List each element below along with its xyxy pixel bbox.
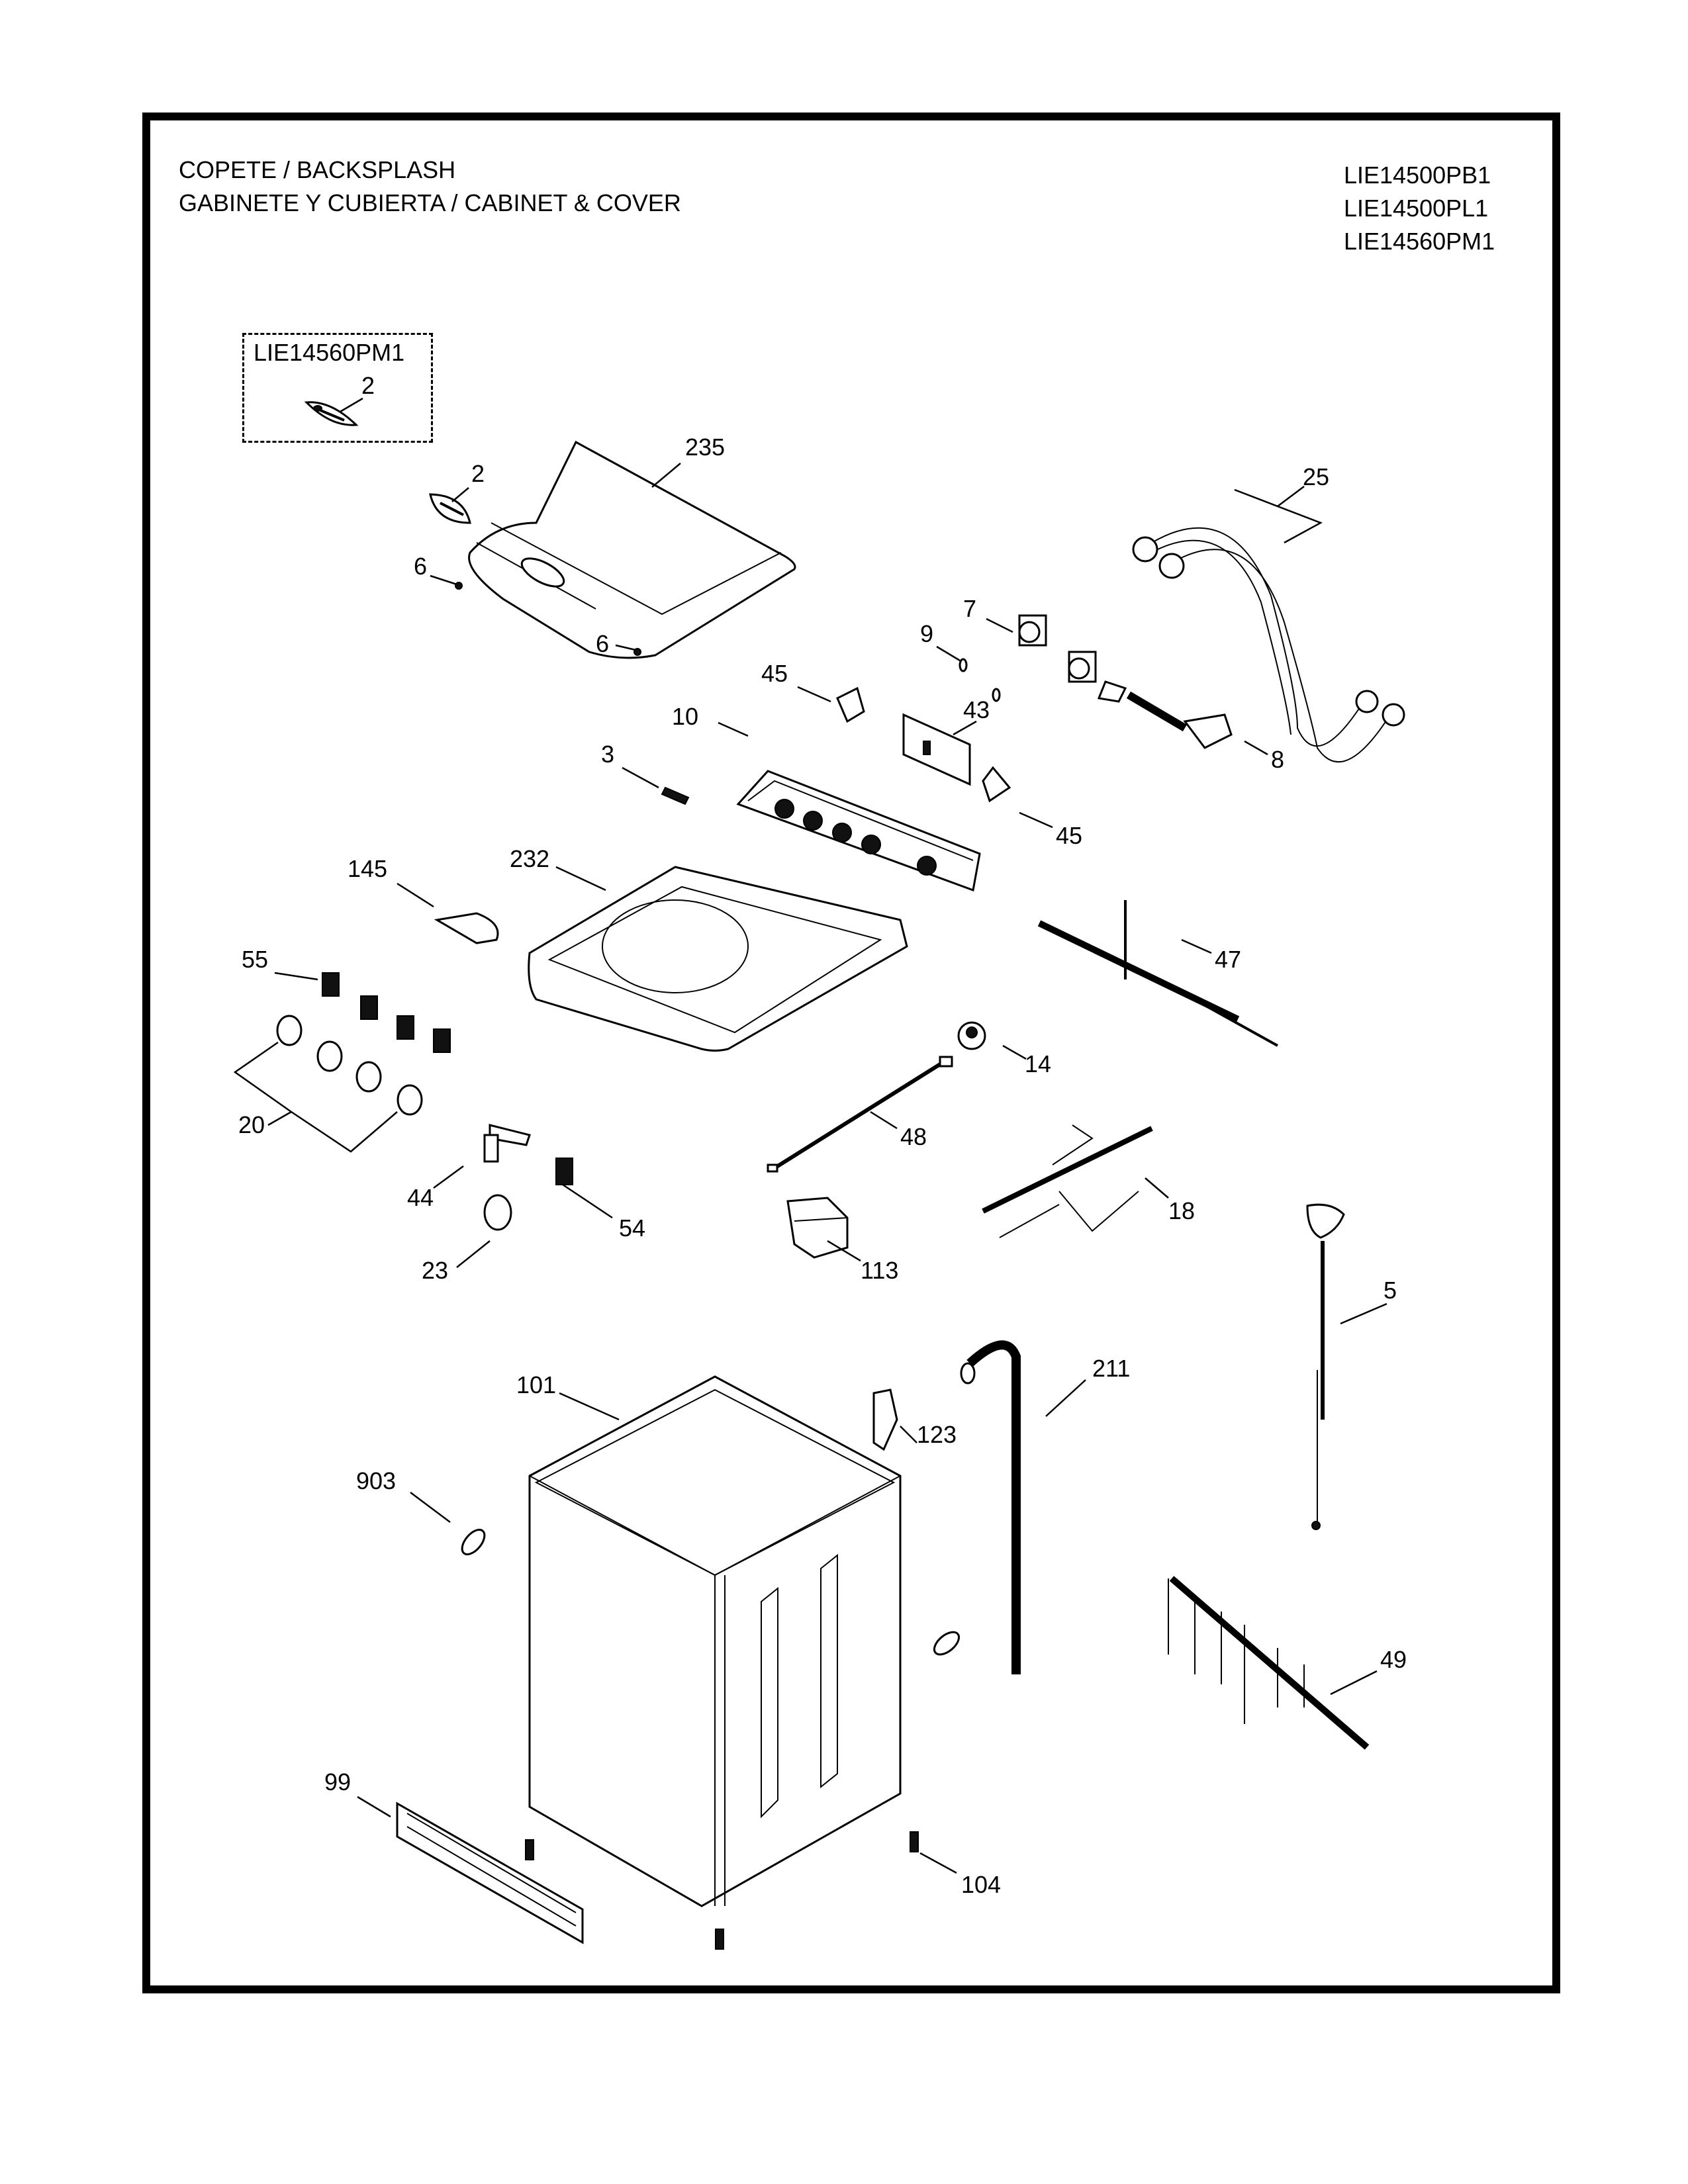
callout-2: 2 [471,460,485,487]
bracket-part [797,686,1053,829]
callout-211: 211 [1092,1355,1130,1382]
screw-part [455,582,463,590]
callout-18: 18 [1168,1197,1195,1224]
diagram-title: COPETE / BACKSPLASH GABINETE Y CUBIERTA … [179,154,681,220]
switch-part [274,972,451,1053]
callout-54: 54 [619,1214,645,1242]
callout-45-a: 45 [761,660,788,687]
leveling-foot-part [525,1831,957,1950]
callout-23: 23 [422,1257,448,1284]
push-button-part [433,1124,531,1189]
pressure-switch-part [957,1021,1027,1060]
screw-part [633,648,641,656]
lid-lock-part [786,1197,861,1262]
control-board-part [902,713,977,786]
callout-48: 48 [900,1123,927,1150]
callout-44: 44 [407,1184,434,1211]
badge-part [429,487,471,524]
page-frame [142,113,1560,1993]
title-line-2: GABINETE Y CUBIERTA / CABINET & COVER [179,189,681,216]
inset-badge-part [304,397,363,426]
top-cover-part [468,440,796,659]
switch-54-part [555,1158,613,1219]
top-frame-part [528,866,908,1052]
power-cord-part [1306,1203,1387,1530]
air-hose-part [1097,680,1268,756]
base-trim-part [357,1796,584,1944]
callout-47: 47 [1215,946,1241,973]
cabinet-part [528,1375,902,1907]
title-line-1: COPETE / BACKSPLASH [179,156,456,183]
callout-43: 43 [963,696,990,723]
dispenser-part [397,882,499,944]
callout-6-b: 6 [596,630,609,657]
callout-inset-2: 2 [361,372,375,399]
hose-holder-part [872,1388,917,1451]
inlet-hoses-part [1132,486,1405,763]
callout-123: 123 [917,1421,957,1448]
callout-7: 7 [963,595,976,622]
callout-235: 235 [685,433,725,461]
cable-part [767,1056,953,1173]
model-list: LIE14500PB1 LIE14500PL1 LIE14560PM1 [1344,159,1495,258]
wire-harness-18-part [982,1124,1169,1238]
drain-hose-part [960,1340,1086,1674]
inset-model-label: LIE14560PM1 [254,339,405,366]
callout-6-a: 6 [414,553,427,580]
knobs-part [233,1015,423,1153]
callout-55: 55 [242,946,268,973]
callout-45-b: 45 [1056,822,1082,849]
callout-101: 101 [516,1371,556,1398]
model-number: LIE14500PL1 [1344,195,1489,222]
callout-8: 8 [1271,746,1284,773]
clamp-part [936,645,1001,702]
callout-113: 113 [861,1257,898,1284]
knob-23-part [456,1194,512,1268]
callout-25: 25 [1303,463,1329,490]
callout-49: 49 [1380,1646,1407,1673]
model-number: LIE14500PB1 [1344,161,1491,189]
callout-99: 99 [324,1768,351,1796]
callout-903: 903 [356,1467,396,1494]
wire-harness-47-part [1037,900,1278,1047]
callout-5: 5 [1383,1277,1397,1304]
callout-10: 10 [672,703,698,730]
callout-145: 145 [348,855,387,882]
plug-part [410,1492,961,1656]
callout-14: 14 [1025,1050,1051,1077]
nameplate-part [622,766,690,805]
model-number: LIE14560PM1 [1344,228,1495,255]
callout-3: 3 [601,741,614,768]
backsplash-panel-part [718,721,981,892]
water-valve-part [986,614,1097,683]
callout-232: 232 [510,845,549,872]
callout-9: 9 [920,620,933,647]
callout-104: 104 [961,1871,1001,1898]
callout-20: 20 [238,1111,265,1138]
wire-harness-49-part [1168,1576,1378,1750]
model-inset-box: LIE14560PM1 [242,333,433,443]
